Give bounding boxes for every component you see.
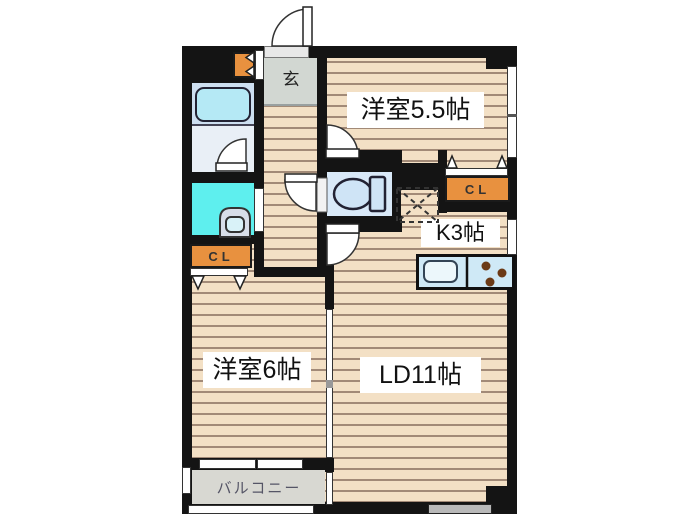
wall-washroom-bottom [186, 235, 256, 244]
wall-partition-upper [325, 259, 334, 309]
kitchen-sink-icon [423, 260, 458, 283]
wall-partition-low [325, 505, 334, 514]
wall-bath-column-right [254, 46, 264, 277]
closet-right-door-bar [445, 168, 508, 176]
wall-toilet-right [392, 150, 401, 216]
room55-window-tick [507, 114, 517, 117]
balcony-rail-left [182, 467, 191, 494]
hall-ld-door-icon [325, 223, 360, 266]
living-dining-label: LD11帖 [360, 357, 481, 393]
closet-right-folding-door-icon [445, 154, 509, 169]
genkan-floor [264, 58, 317, 106]
closet-left-label: CL [208, 248, 234, 264]
wall-closetR-left [438, 150, 447, 213]
toilet-door-icon [284, 173, 328, 213]
stove-burners-icon [481, 261, 507, 287]
closet-left: CL [190, 244, 252, 268]
shoe-cabinet-door-bar [255, 50, 264, 80]
ld-bottom-window-icon [428, 504, 492, 514]
wall-hall-right-lower [317, 211, 327, 277]
room6-label: 洋室6帖 [203, 352, 311, 388]
washing-machine-space-icon [396, 187, 439, 223]
washbasin-icon [219, 207, 251, 238]
closet-right: CL [445, 176, 510, 202]
wall-hall-right-upper [317, 46, 327, 178]
room6-balcony-window-right-icon [257, 459, 303, 469]
balcony-rail-bottom [188, 505, 314, 514]
partition-slider-tick [326, 380, 333, 388]
wall-left [182, 46, 192, 514]
washroom-sliding-door-icon [254, 188, 264, 232]
genkan-label: 玄 [282, 69, 300, 89]
kitchen-window-icon [507, 219, 517, 255]
closet-left-door-bar [190, 268, 248, 276]
wall-partition-mid [325, 458, 334, 472]
partition-balcony-window-icon [326, 472, 333, 505]
kitchen-label: K3帖 [421, 219, 500, 247]
balcony-floor [192, 470, 325, 504]
wall-closetR-bottom [442, 201, 515, 212]
toilet-icon [332, 175, 387, 213]
room55-window-icon [507, 66, 517, 158]
wall-hall-bottom [254, 267, 334, 277]
bathtub-icon [195, 87, 251, 122]
shoe-cabinet-folding-door-icon [244, 50, 255, 79]
entrance-door-icon [271, 6, 313, 47]
bathroom-door-icon [215, 138, 248, 172]
balcony-label: バルコニー [216, 479, 302, 497]
room6-balcony-window-left-icon [199, 459, 256, 469]
room55-door-icon [325, 124, 360, 159]
closet-right-label: CL [464, 181, 491, 197]
wall-bath-bottom [186, 172, 256, 183]
wall-topright-notch [486, 46, 517, 69]
room55-label: 洋室5.5帖 [347, 92, 484, 128]
closet-left-folding-door-icon [190, 275, 248, 291]
